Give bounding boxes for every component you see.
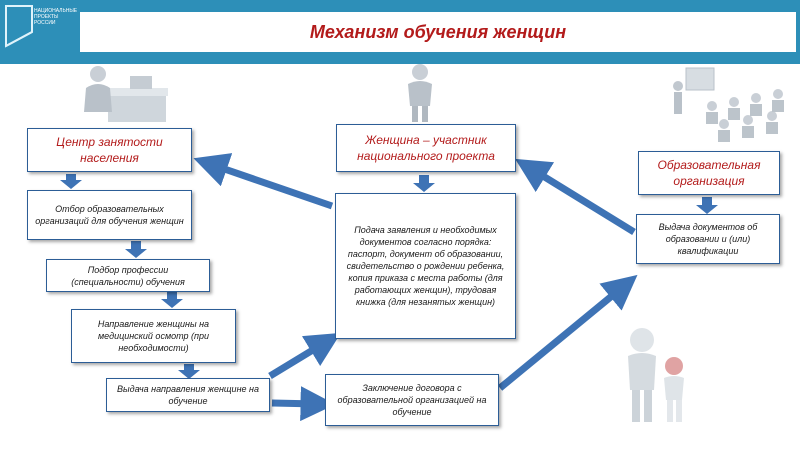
employment-center-box: Центр занятости населения [27, 128, 192, 172]
logo-text: НАЦИОНАЛЬНЫЕ ПРОЕКТЫ РОССИИ [34, 8, 78, 26]
medical-check-box: Направление женщины на медицинский осмот… [71, 309, 236, 363]
issue-docs-box: Выдача документов об образовании и (или)… [636, 214, 780, 264]
select-profession-box: Подбор профессии (специальности) обучени… [46, 259, 210, 292]
flow-arrows [193, 153, 638, 422]
logo-icon [5, 5, 33, 48]
woman-participant-box: Женщина – участник национального проекта [336, 124, 516, 172]
select-orgs-box: Отбор образовательных организаций для об… [27, 190, 192, 240]
select-profession-label: Подбор профессии (специальности) обучени… [71, 264, 185, 287]
office-worker-illustration [84, 66, 168, 122]
classroom-illustration [673, 67, 784, 142]
issue-direction-label: Выдача направления женщине на обучение [117, 384, 259, 406]
contract-box: Заключение договора с образовательной ор… [325, 374, 499, 426]
contract-label: Заключение договора с образовательной ор… [337, 383, 487, 417]
woman-and-child-illustration [628, 328, 684, 422]
national-projects-logo: НАЦИОНАЛЬНЫЕ ПРОЕКТЫ РОССИИ [2, 2, 78, 64]
application-label: Подача заявления и необходимых документо… [346, 225, 505, 307]
down-arrows [60, 174, 718, 379]
application-box: Подача заявления и необходимых документо… [335, 193, 516, 339]
title-box: Механизм обучения женщин [80, 12, 796, 52]
woman-participant-label: Женщина – участник национального проекта [357, 133, 495, 163]
education-org-box: Образовательная организация [638, 151, 780, 195]
education-org-label: Образовательная организация [657, 158, 761, 188]
issue-direction-box: Выдача направления женщине на обучение [106, 378, 270, 412]
page-title: Механизм обучения женщин [309, 21, 567, 42]
woman-figure-illustration [408, 64, 432, 122]
employment-center-label: Центр занятости населения [56, 135, 163, 165]
issue-docs-label: Выдача документов об образовании и (или)… [658, 222, 758, 256]
medical-check-label: Направление женщины на медицинский осмот… [97, 319, 210, 353]
select-orgs-label: Отбор образовательных организаций для об… [35, 204, 184, 226]
